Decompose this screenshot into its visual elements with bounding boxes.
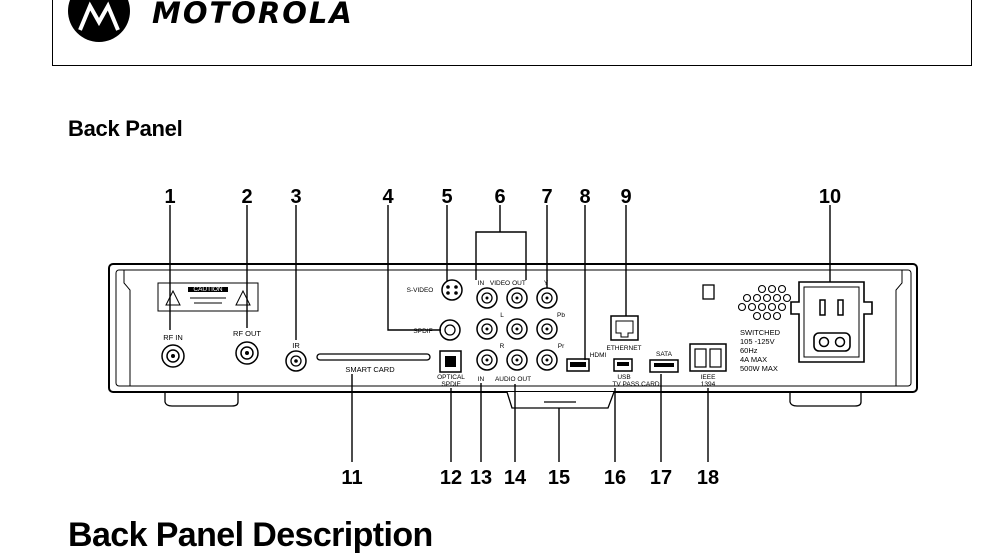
callout-14: 14 xyxy=(504,467,527,489)
chassis-inner-edge xyxy=(115,269,912,387)
callout-3: 3 xyxy=(290,186,301,208)
ieee-num-label: 1394 xyxy=(701,381,716,388)
spdif-connector xyxy=(439,319,461,341)
pb-label: Pb xyxy=(557,312,565,319)
video-in-label: IN xyxy=(478,280,485,287)
callout-4: 4 xyxy=(382,186,394,208)
header-frame xyxy=(52,0,972,66)
audio-in-label: IN xyxy=(478,376,485,383)
callout-18: 18 xyxy=(697,467,719,489)
callout-13: 13 xyxy=(470,467,492,489)
card-slot-tray xyxy=(506,391,615,409)
caution-text: CAUTION xyxy=(193,286,223,293)
callout-12: 12 xyxy=(440,467,462,489)
back-panel-diagram: CAUTION RF IN RF OUT IR SMART CARD OPTIC… xyxy=(108,186,918,489)
callout-8: 8 xyxy=(579,186,590,208)
video-label: VIDEO xyxy=(490,280,510,287)
r-label: R xyxy=(500,343,505,350)
smart-card-slot xyxy=(316,353,431,361)
usb-label: USB xyxy=(617,374,630,381)
rf-out-label: RF OUT xyxy=(233,329,261,338)
ieee-label: IEEE xyxy=(701,374,716,381)
power-spec-line-3: 60Hz xyxy=(740,346,758,355)
power-spec-line-4: 4A MAX xyxy=(740,355,767,364)
ethernet-connector xyxy=(610,315,639,341)
right-foot xyxy=(789,392,862,407)
callout-11: 11 xyxy=(341,467,362,489)
s-video-connector xyxy=(441,279,463,301)
callout-10: 10 xyxy=(819,186,841,208)
brand-name: MOTOROLA xyxy=(152,0,354,30)
audio-out-label: AUDIO OUT xyxy=(495,376,531,383)
rf-in-label: RF IN xyxy=(163,333,183,342)
s-video-label: S-VIDEO xyxy=(407,287,434,294)
tv-pass-card-label: TV PASS CARD xyxy=(612,381,660,388)
spdif-label: SPDIF xyxy=(413,328,432,335)
leader-lines xyxy=(169,205,709,462)
section-title: Back Panel xyxy=(68,116,183,141)
callout-17: 17 xyxy=(650,467,672,489)
smart-card-label: SMART CARD xyxy=(345,365,395,374)
callout-2: 2 xyxy=(241,186,252,208)
optical-spdif-label: SPDIF xyxy=(441,381,460,388)
callout-16: 16 xyxy=(604,467,626,489)
power-spec-line-1: SWITCHED xyxy=(740,328,781,337)
hdmi-label: HDMI xyxy=(590,352,607,359)
callout-6: 6 xyxy=(494,186,505,208)
power-spec-line-2: 105 -125V xyxy=(740,337,775,346)
power-spec-line-5: 500W MAX xyxy=(740,364,778,373)
l-label: L xyxy=(500,312,504,319)
callout-5: 5 xyxy=(441,186,452,208)
callout-15: 15 xyxy=(548,467,570,489)
ir-label: IR xyxy=(292,341,300,350)
switched-outlet xyxy=(790,281,873,363)
vent-grille xyxy=(737,284,792,321)
pr-label: Pr xyxy=(558,343,565,350)
video-out-label: OUT xyxy=(512,280,526,287)
ethernet-label: ETHERNET xyxy=(606,345,641,352)
callout-9: 9 xyxy=(620,186,631,208)
callout-7: 7 xyxy=(541,186,552,208)
callout-1: 1 xyxy=(164,186,175,208)
left-foot xyxy=(164,392,239,407)
sata-label: SATA xyxy=(656,351,673,358)
description-title: Back Panel Description xyxy=(68,516,433,554)
optical-label: OPTICAL xyxy=(437,374,465,381)
rca-jack-grid xyxy=(476,287,558,371)
